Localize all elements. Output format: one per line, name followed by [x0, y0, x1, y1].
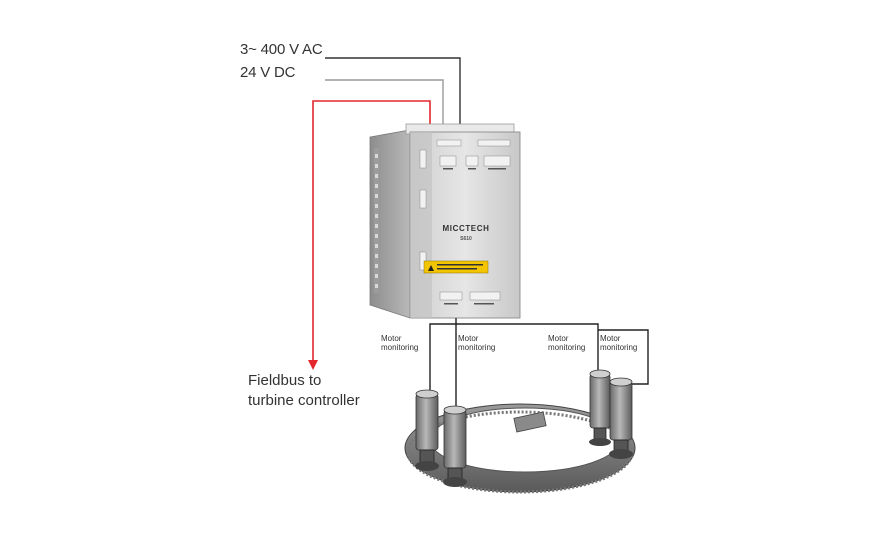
motor-monitoring-label-2: Motor monitoring [458, 334, 495, 352]
motor-monitoring-label-3: Motor monitoring [548, 334, 585, 352]
motor-label-line2: monitoring [458, 343, 496, 352]
motor-monitoring-label-1: Motor monitoring [381, 334, 418, 352]
controller-unit: MICCTECH S610 [369, 123, 521, 319]
controller-model: S610 [460, 236, 472, 242]
motor-label-line2: monitoring [600, 343, 638, 352]
fieldbus-arrowhead [308, 360, 318, 370]
drive-motor-2 [443, 405, 467, 487]
motor-label-line2: monitoring [381, 343, 419, 352]
drive-motor-3 [589, 369, 611, 446]
motor-monitoring-wiring [429, 318, 649, 408]
ring-bracket [513, 411, 547, 433]
caution-label [423, 260, 489, 274]
fieldbus-label-line2: turbine controller [248, 392, 360, 409]
controller-brand: MICCTECH [442, 224, 489, 233]
fieldbus-line [308, 100, 431, 370]
dc-power-line [325, 79, 444, 124]
motor-monitoring-label-4: Motor monitoring [600, 334, 637, 352]
motor-label-line1: Motor [458, 334, 479, 343]
drive-motor-4 [609, 377, 633, 459]
motor-label-line1: Motor [381, 334, 402, 343]
motor-label-line2: monitoring [548, 343, 586, 352]
terminal-markings [443, 168, 506, 305]
ac-power-label: 3~ 400 V AC [240, 41, 323, 58]
drive-motor-1 [415, 389, 439, 471]
side-vent-strip [374, 148, 379, 293]
warning-icon [428, 265, 434, 271]
fieldbus-label: Fieldbus to turbine controller [248, 371, 360, 411]
yaw-ring [404, 403, 636, 494]
dc-power-label: 24 V DC [240, 64, 296, 81]
motor-label-line1: Motor [548, 334, 569, 343]
fieldbus-label-line1: Fieldbus to [248, 372, 322, 389]
terminal-blocks [419, 139, 511, 301]
motor-label-line1: Motor [600, 334, 621, 343]
ac-power-line [325, 57, 461, 124]
